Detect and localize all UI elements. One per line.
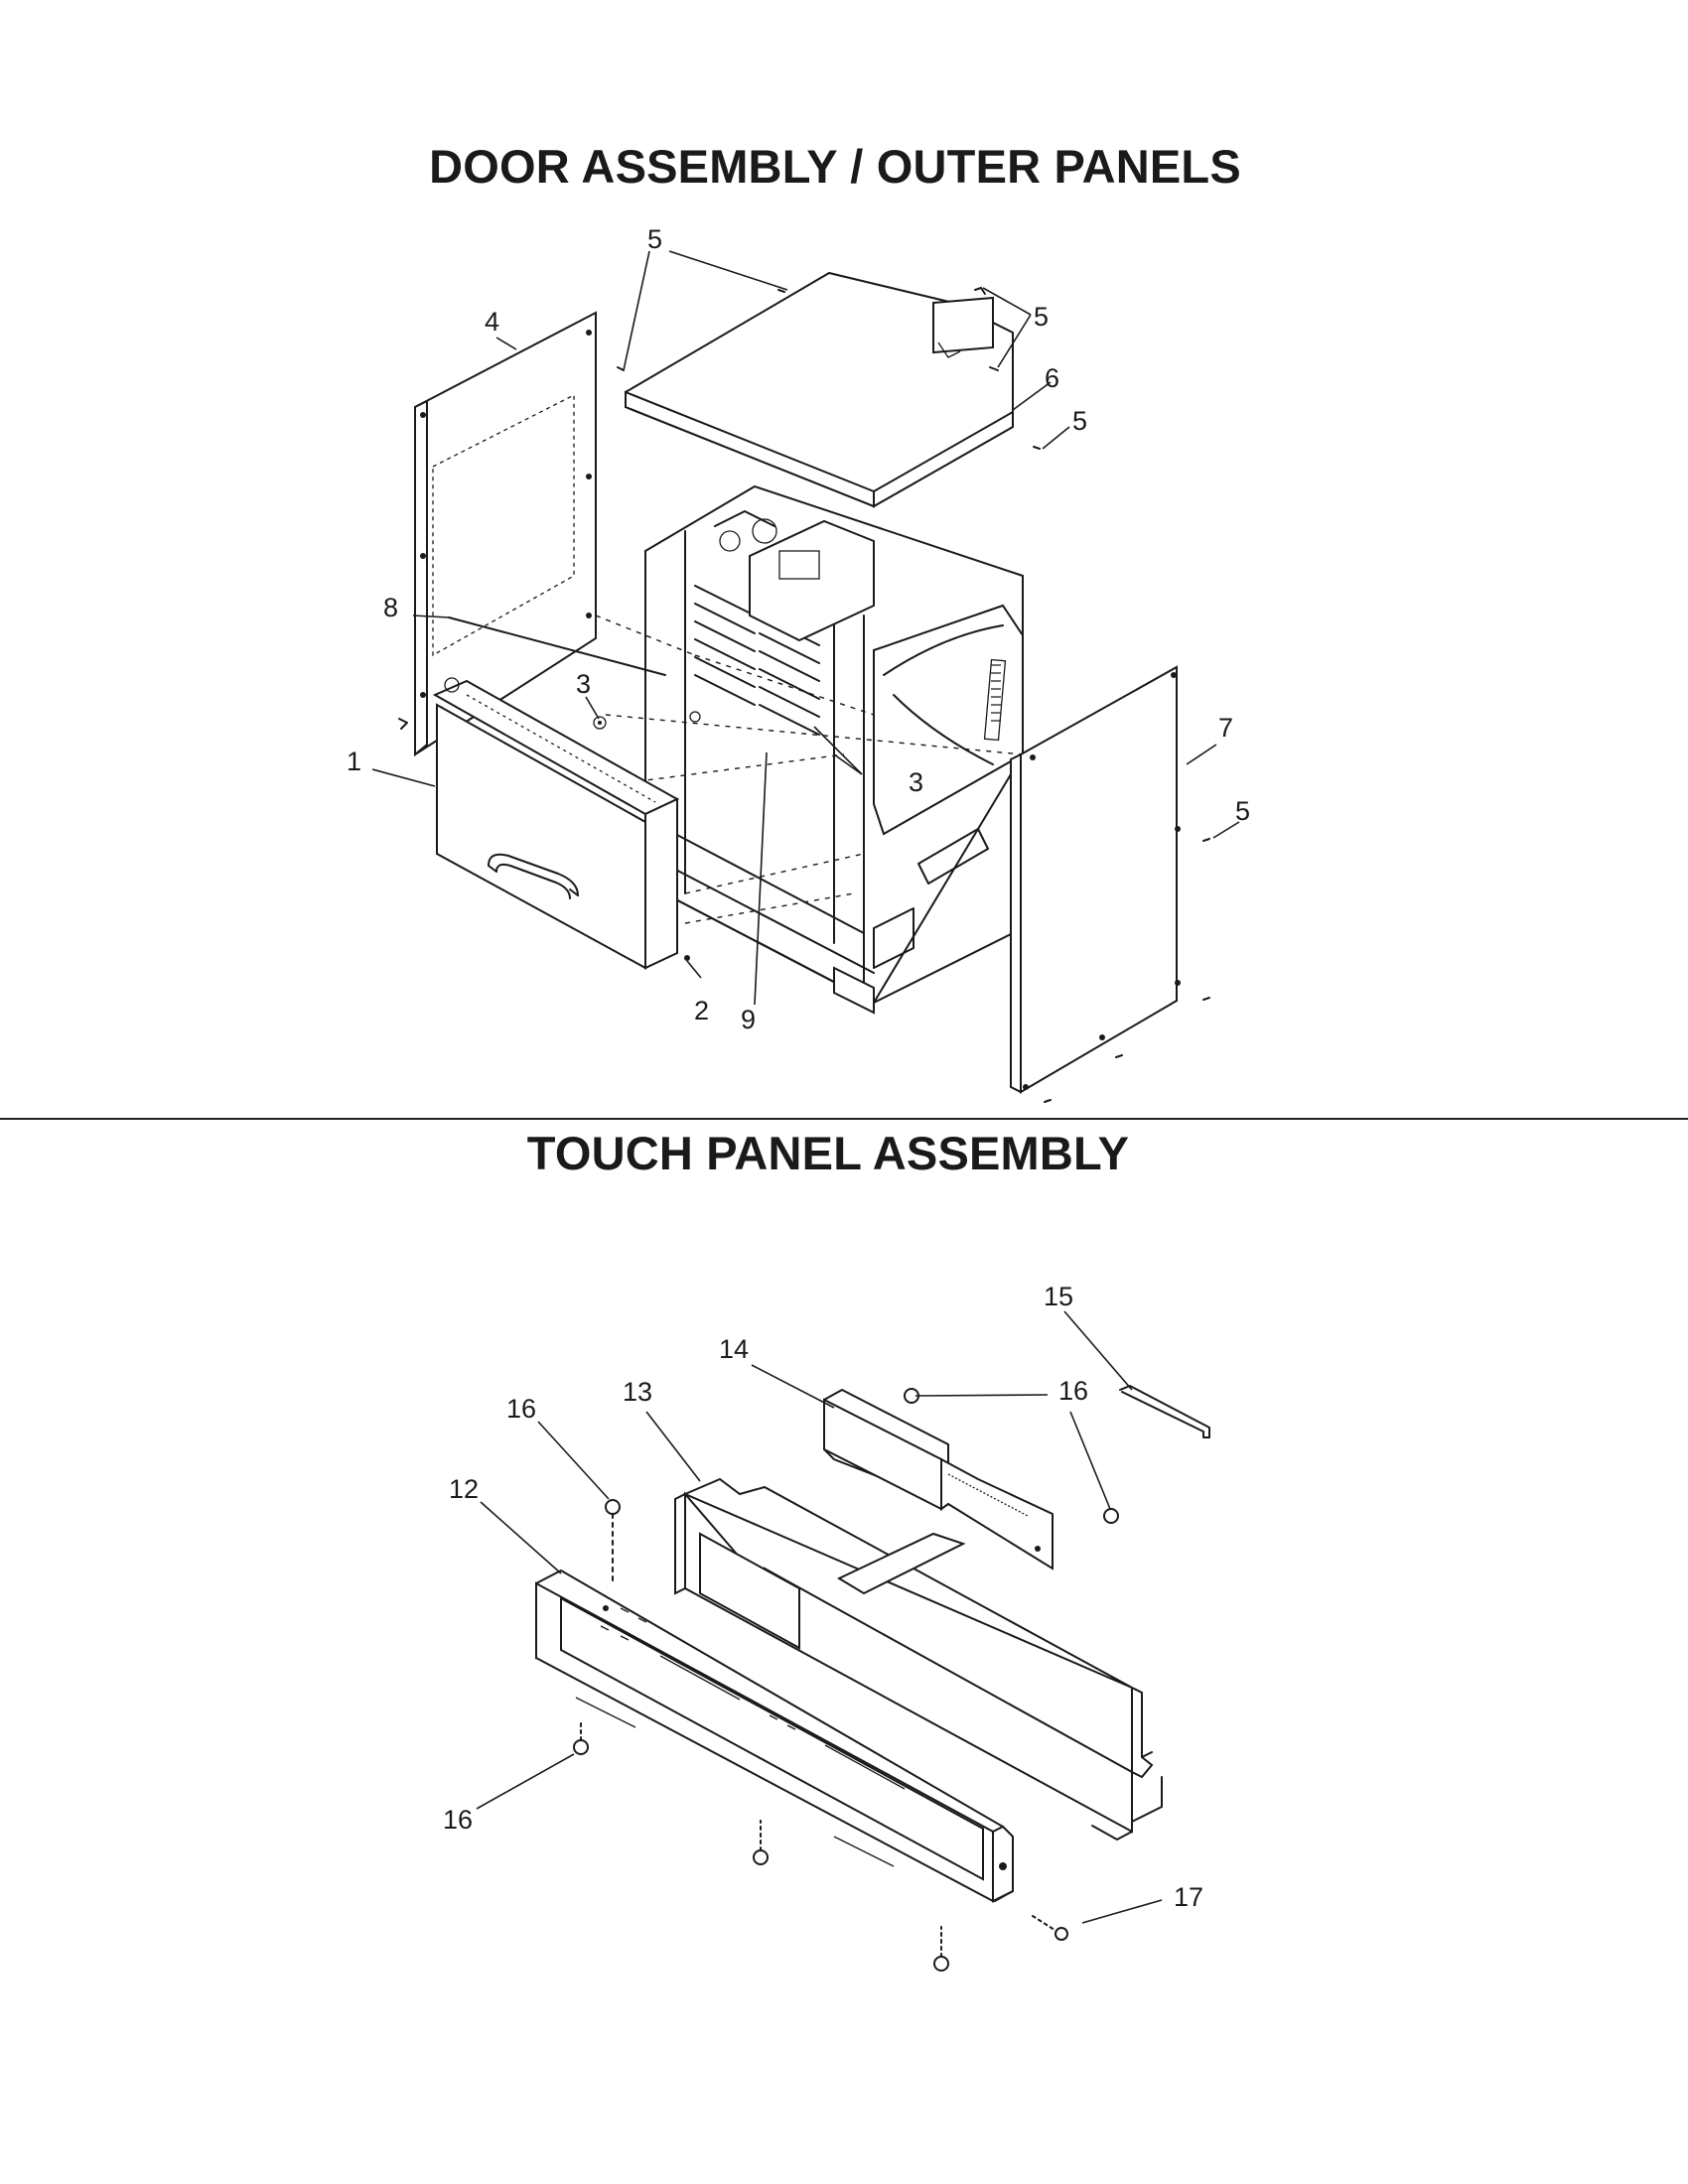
callout-13: 13 [623, 1377, 652, 1407]
door-assembly-drawing: 5 5 6 5 4 8 3 3 1 7 5 2 9 [347, 224, 1250, 1103]
callout-5-right: 5 [1072, 406, 1087, 436]
callout-7: 7 [1218, 713, 1233, 743]
hardware [593, 287, 1210, 1103]
callout-1: 1 [347, 747, 361, 776]
door-callout-leaders [371, 250, 1240, 1006]
callout-5-top-right: 5 [1034, 302, 1049, 332]
screws [573, 1388, 1119, 1972]
callout-9: 9 [741, 1005, 756, 1034]
callout-8: 8 [383, 593, 398, 622]
cabinet-body [595, 484, 1024, 1015]
control-bracket [674, 1477, 1163, 1841]
callout-3-left: 3 [576, 669, 591, 699]
callout-5-side: 5 [1235, 796, 1250, 826]
door-assembly-title: DOOR ASSEMBLY / OUTER PANELS [429, 140, 1241, 193]
top-cover [625, 271, 1014, 508]
callout-3-right: 3 [909, 767, 923, 797]
right-side-panel [1010, 665, 1181, 1094]
callout-16-top: 16 [506, 1394, 536, 1424]
left-side-panel [398, 311, 597, 757]
wire-clip [1119, 1385, 1210, 1438]
touch-callout-leaders [476, 1310, 1163, 1924]
callout-4: 4 [485, 307, 499, 337]
callout-5-top: 5 [647, 224, 662, 254]
callout-16-board: 16 [1058, 1376, 1088, 1406]
callout-6: 6 [1045, 363, 1059, 393]
door-panel [432, 677, 680, 970]
callout-15: 15 [1044, 1282, 1073, 1311]
callout-14: 14 [719, 1334, 749, 1364]
front-panel-housing [535, 1569, 1014, 1903]
callout-17: 17 [1174, 1882, 1203, 1912]
rod-part-8 [448, 616, 666, 676]
display-board [823, 1388, 1054, 1570]
touch-panel-drawing: 15 14 16 13 16 12 16 17 [443, 1282, 1210, 1972]
callout-2: 2 [694, 996, 709, 1025]
callout-16-bottom: 16 [443, 1805, 473, 1835]
touch-panel-assembly-title: TOUCH PANEL ASSEMBLY [526, 1127, 1130, 1179]
callout-12: 12 [449, 1474, 479, 1504]
section-divider [0, 1118, 1688, 1120]
